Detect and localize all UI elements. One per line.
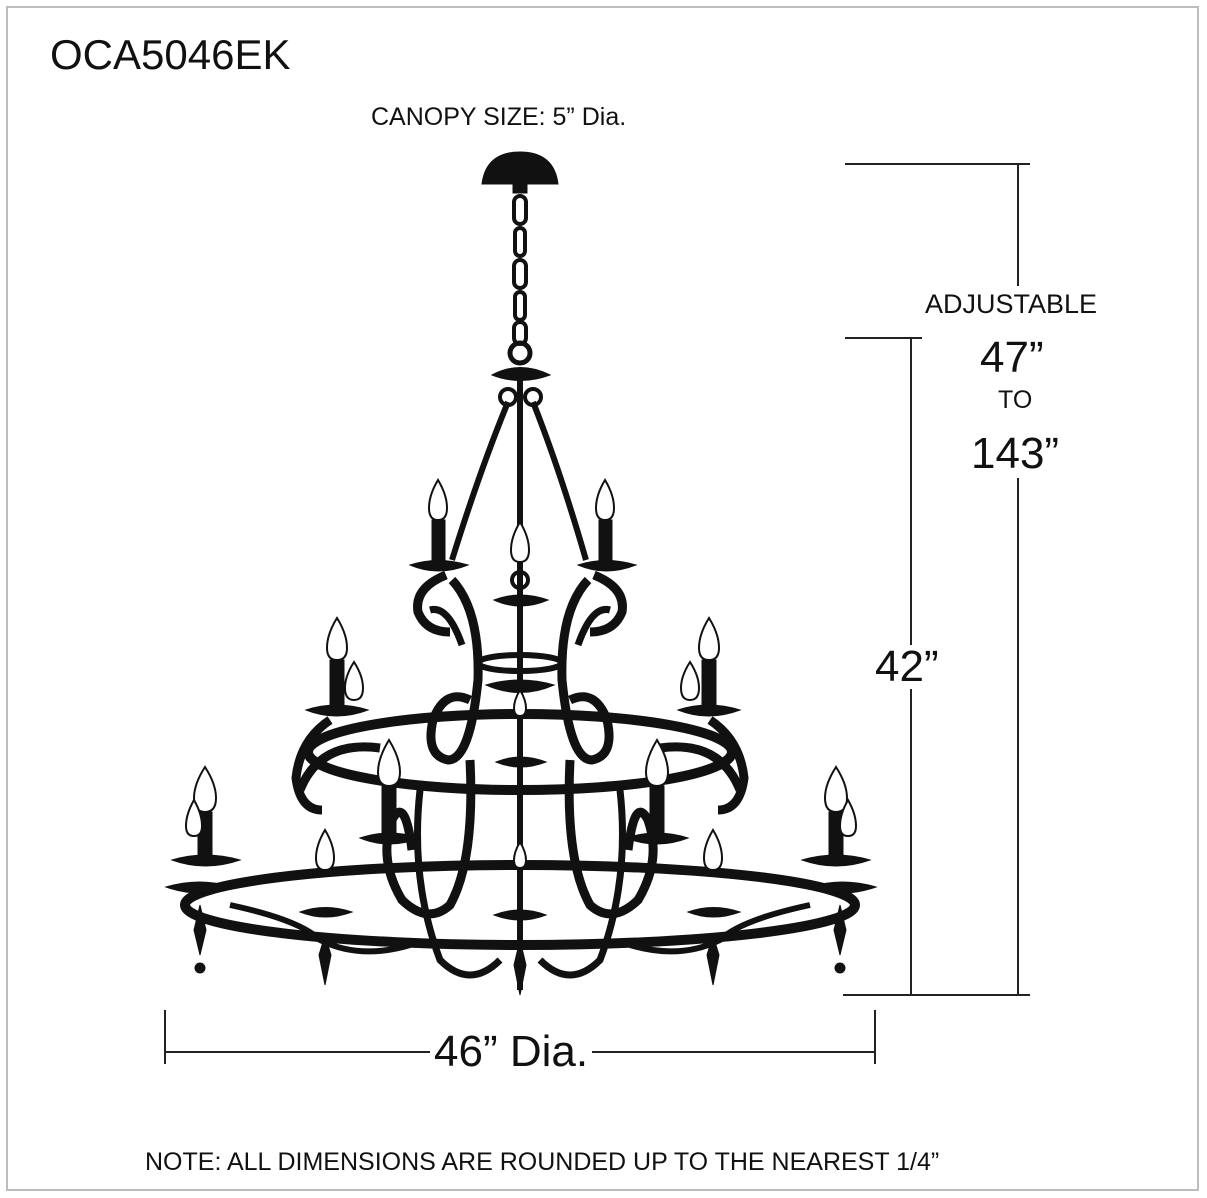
upper-center-cup: [484, 679, 556, 693]
diameter-label: 46” Dia.: [430, 1030, 593, 1074]
candle-mid-front-left: [358, 738, 422, 845]
chandelier: [164, 151, 878, 996]
canopy-size-label: CANOPY SIZE: 5” Dia.: [371, 103, 627, 131]
upper-ring: [475, 652, 565, 674]
candle-low-right: [686, 828, 742, 986]
canopy-nut: [512, 182, 528, 194]
candle-top-right: [576, 478, 638, 572]
hanging-loop: [507, 340, 533, 366]
chain: [512, 194, 528, 346]
page-frame: [6, 6, 1199, 1191]
fixture-height-label: 42”: [873, 642, 941, 691]
candle-mid-center: [494, 688, 548, 768]
top-cap: [490, 367, 552, 381]
upper-scrolls: [413, 570, 627, 765]
adjustable-label: ADJUSTABLE: [925, 289, 1098, 319]
candle-low-center: [492, 840, 548, 996]
candle-top-left: [408, 478, 470, 572]
middle-scrolls: [291, 716, 749, 979]
candle-low-left: [298, 828, 354, 986]
candle-top-center: [492, 520, 550, 607]
dimensions-note: NOTE: ALL DIMENSIONS ARE ROUNDED UP TO T…: [145, 1148, 940, 1176]
candle-low-far-left: [164, 765, 242, 974]
candle-mid-right: [676, 616, 742, 717]
candle-mid-front-right: [624, 738, 690, 845]
candle-mid-left: [304, 616, 370, 717]
adjustable-max-value: 143”: [971, 429, 1060, 478]
canopy: [481, 151, 559, 185]
model-number-title: OCA5046EK: [50, 31, 291, 78]
adjustable-to-label: TO: [998, 386, 1033, 414]
adjustable-min-value: 47”: [980, 333, 1044, 382]
candle-low-far-right: [800, 765, 878, 974]
